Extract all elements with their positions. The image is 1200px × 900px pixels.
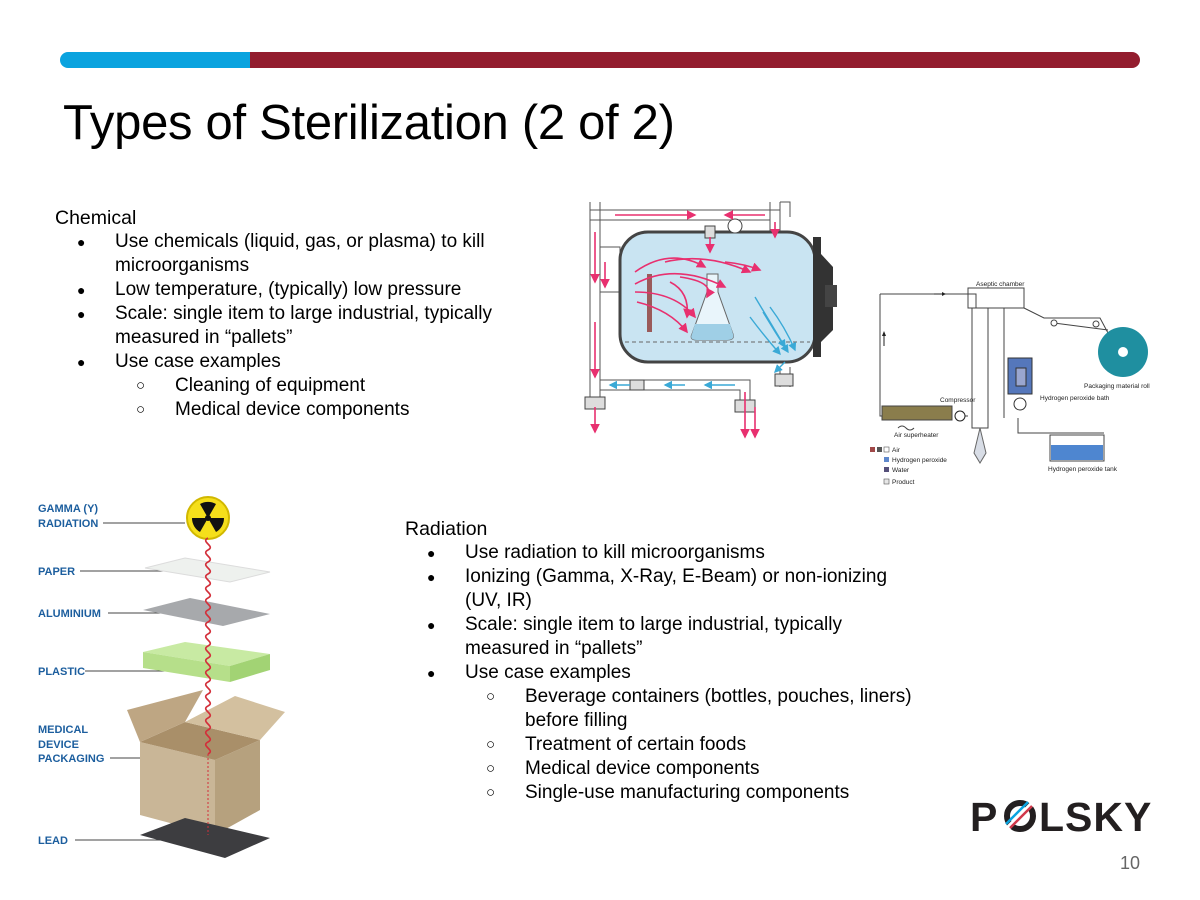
sub-list-item: Medical device components [55, 398, 535, 422]
packaging-label-line2: DEVICE [38, 739, 79, 751]
top-accent-bar [60, 52, 1140, 68]
legend-water: Water [892, 467, 910, 474]
slide-title: Types of Sterilization (2 of 2) [63, 96, 675, 150]
list-item: Low temperature, (typically) low pressur… [55, 278, 535, 302]
peroxide-tank-label: Hydrogen peroxide tank [1048, 466, 1118, 473]
chemical-sterilizer-diagram [575, 192, 840, 442]
logo-o-mark-icon [1004, 800, 1036, 832]
compressor-label: Compressor [940, 397, 976, 404]
gamma-label-line2: RADIATION [38, 518, 98, 530]
radiation-bullet-list: Use radiation to kill microorganisms Ion… [405, 541, 925, 805]
sub-list-item: Cleaning of equipment [55, 374, 535, 398]
list-item: Scale: single item to large industrial, … [405, 613, 925, 661]
sub-list-item: Single-use manufacturing components [405, 781, 925, 805]
packaging-label-line3: PACKAGING [38, 753, 104, 765]
chemical-section: Chemical Use chemicals (liquid, gas, or … [55, 206, 535, 422]
aluminium-label: ALUMINIUM [38, 608, 101, 620]
accent-bar-blue [60, 52, 250, 68]
logo-text-left: P [970, 794, 999, 840]
list-item: Use case examples [405, 661, 925, 685]
packaging-label-line1: MEDICAL [38, 724, 88, 736]
lead-label: LEAD [38, 835, 68, 847]
logo-text-right: LSKY [1039, 794, 1153, 840]
packaging-roll-label: Packaging material roll [1084, 383, 1150, 390]
legend-hydrogen-peroxide: Hydrogen peroxide [892, 457, 947, 464]
polsky-logo: P LSKY [970, 794, 1151, 840]
sub-list-item: Beverage containers (bottles, pouches, l… [405, 685, 925, 733]
list-item: Scale: single item to large industrial, … [55, 302, 535, 350]
superheater-label: Air superheater [894, 432, 939, 439]
list-item: Ionizing (Gamma, X-Ray, E-Beam) or non-i… [405, 565, 925, 613]
list-item: Use case examples [55, 350, 535, 374]
aseptic-chamber-label: Aseptic chamber [976, 281, 1025, 288]
sub-list-item: Medical device components [405, 757, 925, 781]
list-item: Use radiation to kill microorganisms [405, 541, 925, 565]
legend-product: Product [892, 479, 915, 486]
page-number: 10 [1119, 853, 1140, 873]
legend-air: Air [892, 447, 901, 454]
aseptic-packaging-diagram: Aseptic chamber Packaging material roll … [868, 278, 1158, 490]
accent-bar-red [232, 52, 1140, 68]
radiation-penetration-diagram: GAMMA (Y) RADIATION PAPER ALUMINIUM PLAS… [35, 490, 305, 885]
gamma-label-line1: GAMMA (Y) [38, 503, 98, 515]
sub-list-item: Treatment of certain foods [405, 733, 925, 757]
radiation-section: Radiation Use radiation to kill microorg… [405, 517, 925, 805]
peroxide-bath-label: Hydrogen peroxide bath [1040, 395, 1110, 402]
chemical-heading: Chemical [55, 207, 137, 229]
plastic-label: PLASTIC [38, 666, 85, 678]
paper-label: PAPER [38, 566, 75, 578]
list-item: Use chemicals (liquid, gas, or plasma) t… [55, 230, 535, 278]
chemical-bullet-list: Use chemicals (liquid, gas, or plasma) t… [55, 230, 535, 422]
radiation-heading: Radiation [405, 518, 488, 540]
